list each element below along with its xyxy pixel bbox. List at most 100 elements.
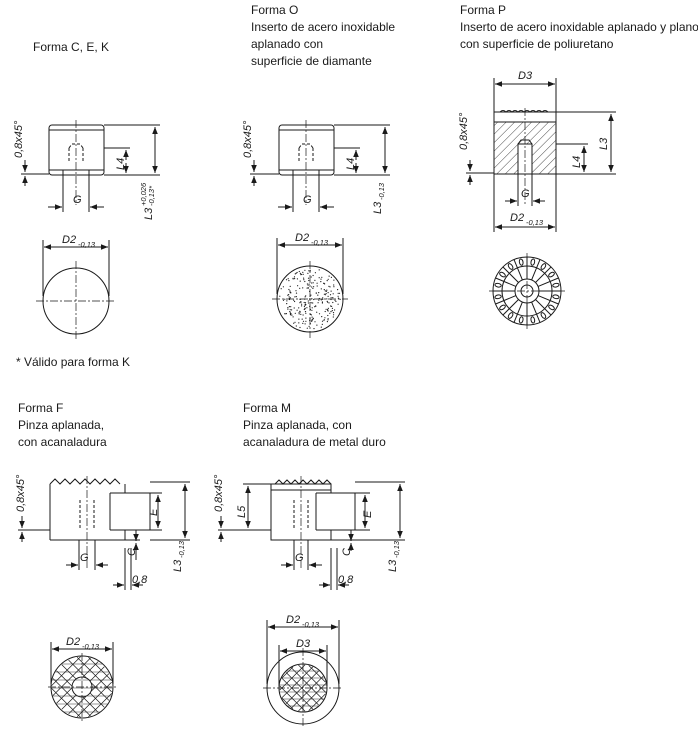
diamond-dot: [327, 318, 329, 320]
diamond-dot: [296, 271, 298, 274]
label-g-cek: G: [73, 194, 82, 206]
caption-forma-m-title: Forma M: [243, 401, 291, 415]
caption-forma-f-title: Forma F: [18, 401, 64, 415]
diamond-dot: [320, 326, 322, 328]
diamond-dot: [327, 307, 329, 309]
segment-divider: [531, 301, 541, 323]
diamond-dot: [313, 286, 315, 288]
diamond-dot: [321, 276, 323, 278]
diamond-dot: [296, 278, 298, 280]
label-g-f: G: [80, 552, 89, 564]
diamond-dot: [329, 286, 331, 288]
segment-divider: [535, 299, 552, 316]
diamond-dot: [323, 289, 325, 291]
label-l3-tol-lower-cek: -0,13*: [147, 185, 156, 206]
diamond-dot: [311, 286, 313, 288]
diamond-dot: [324, 317, 326, 319]
diamond-dot: [299, 280, 301, 282]
diamond-dot: [314, 321, 316, 323]
diamond-dot: [337, 303, 339, 305]
diamond-dot: [318, 277, 320, 279]
hatch-line: [88, 693, 112, 717]
label-l3-cek: L3: [143, 207, 155, 220]
diamond-dot: [302, 287, 304, 289]
label-d2-m: D2: [286, 614, 300, 626]
segment-divider: [513, 259, 523, 281]
diamond-dot: [331, 307, 333, 309]
diamond-dot: [320, 288, 322, 290]
segment-divider: [535, 266, 552, 283]
label-d3-m: D3: [296, 638, 311, 650]
diamond-dot: [330, 297, 332, 299]
forma-cek-top-view: [36, 240, 116, 340]
label-g-o: G: [303, 194, 312, 206]
diamond-dot: [288, 297, 290, 299]
diamond-dot: [303, 277, 305, 279]
diamond-dot: [289, 297, 291, 299]
label-d2-o: D2: [295, 232, 309, 244]
diamond-dot: [310, 294, 312, 296]
diamond-dot: [323, 282, 325, 284]
diamond-dot: [317, 302, 319, 304]
forma-m-side-view: [218, 476, 405, 590]
diamond-dot: [308, 325, 310, 327]
diamond-dot: [284, 313, 286, 315]
diamond-dot: [303, 305, 305, 307]
carbide-crosshatch: [279, 664, 327, 712]
diamond-dot: [317, 294, 319, 296]
hatch-line: [291, 667, 324, 700]
diamond-dot: [330, 290, 332, 292]
diamond-dot: [300, 301, 302, 303]
diamond-dot: [335, 300, 337, 302]
segment-pad: [499, 271, 506, 278]
diamond-dot: [302, 271, 304, 273]
diamond-dot: [291, 314, 293, 316]
label-d2-p: D2: [510, 212, 524, 224]
diamond-dot: [316, 282, 318, 284]
diamond-dot: [307, 300, 309, 302]
label-c-m: C: [341, 548, 353, 556]
hatch-line: [281, 677, 314, 710]
segment-divider: [513, 301, 523, 323]
diamond-dot: [311, 302, 313, 304]
diamond-dot: [293, 276, 296, 278]
diamond-dot: [318, 299, 320, 301]
caption-forma-o-title: Forma O: [251, 3, 299, 17]
diamond-dot: [280, 288, 282, 290]
segment-pad: [499, 304, 506, 311]
diamond-dot: [338, 292, 341, 294]
diamond-dot: [294, 300, 296, 303]
hatch-line: [68, 695, 87, 715]
label-d2-cek: D2: [62, 234, 76, 246]
diamond-dot: [320, 299, 322, 301]
caption-forma-o-line1: Inserto de acero inoxidable: [251, 20, 396, 34]
diamond-dot: [304, 280, 306, 283]
diamond-dot: [295, 290, 297, 292]
diamond-dot: [313, 328, 315, 330]
diamond-dot: [301, 303, 303, 305]
label-chamfer-p: 0,8x45°: [458, 112, 470, 150]
diamond-dot: [289, 292, 291, 294]
diamond-dot: [298, 307, 300, 309]
caption-forma-p-line1: Inserto de acero inoxidable aplanado y p…: [460, 20, 698, 34]
diamond-dot: [292, 316, 294, 318]
caption-forma-m-line2: acanaladura de metal duro: [243, 435, 386, 449]
segment-pad: [548, 271, 555, 278]
diamond-dot: [332, 301, 334, 304]
diamond-dot: [321, 323, 323, 325]
diamond-dot: [331, 310, 333, 312]
segment-divider: [502, 299, 519, 316]
diamond-dot: [299, 272, 301, 274]
segment-pad: [530, 258, 536, 266]
label-l4-p: L4: [571, 156, 583, 168]
diamond-dot: [289, 311, 291, 313]
diamond-dot: [325, 308, 327, 310]
diamond-dot: [288, 280, 290, 282]
caption-forma-f-line1: Pinza aplanada,: [18, 418, 105, 432]
segment-pad: [552, 282, 560, 288]
diamond-dot: [298, 312, 300, 314]
segment-divider: [531, 259, 541, 281]
hatch-line: [308, 665, 326, 683]
diamond-dot: [315, 292, 317, 294]
diamond-dot: [326, 289, 328, 291]
